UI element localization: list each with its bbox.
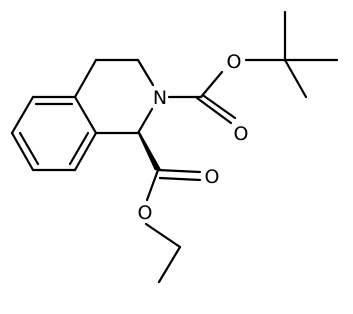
- bond-ester-double-b: [158, 176, 202, 182]
- nitrogen-atom-label: N: [153, 87, 167, 109]
- bond-ar-double-right: [68, 131, 90, 166]
- stereo-wedge-bond: [137, 130, 162, 171]
- bond-carbamate-double-a: [195, 96, 233, 125]
- bond-ar-top-left: [10, 95, 35, 135]
- bond-ch2-ch3: [157, 245, 182, 284]
- bond-tbu-down: [283, 58, 308, 99]
- benzene-ring: [10, 95, 98, 172]
- bond-ar-double-left: [18, 131, 40, 166]
- tetrahydro-ring: [73, 58, 155, 135]
- bond-ar-bottom-left: [10, 131, 35, 172]
- bond-ester-double-a: [156, 168, 202, 174]
- bond-ar-fused: [73, 131, 98, 172]
- boc-ether-oxygen-label: O: [227, 51, 242, 73]
- bond-n-c1: [136, 107, 154, 135]
- bond-ester-o: [145, 168, 160, 202]
- bond-ar-top-right: [73, 95, 98, 135]
- ester-ether-oxygen-label: O: [138, 202, 153, 224]
- bond-c3-n: [136, 58, 155, 87]
- boc-group: [167, 10, 339, 125]
- bond-o-ch2: [144, 222, 182, 249]
- boc-carbonyl-oxygen-label: O: [234, 123, 249, 145]
- ethyl-ester-group: [144, 168, 202, 284]
- bond-c4a-c4: [73, 58, 98, 99]
- ester-carbonyl-oxygen-label: O: [205, 166, 220, 188]
- bond-carbamate-double-b: [202, 94, 237, 120]
- bond-carbamate-o: [199, 70, 224, 99]
